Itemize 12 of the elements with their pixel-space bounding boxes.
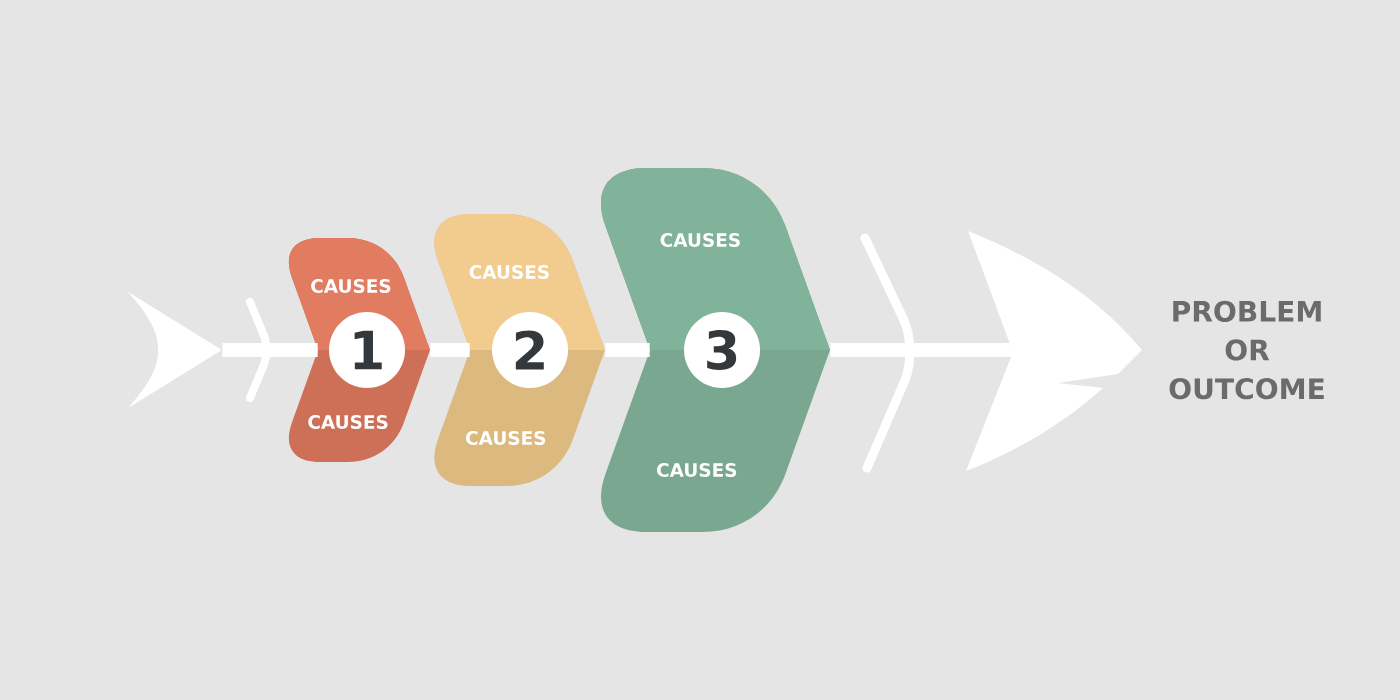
node-label: CAUSES bbox=[660, 233, 740, 247]
spine-line bbox=[830, 343, 1013, 357]
spine-line bbox=[222, 343, 318, 357]
spine-line bbox=[605, 343, 650, 357]
text-label: PROBLEM OR OUTCOME bbox=[1169, 300, 1324, 400]
node-label: CAUSES bbox=[657, 463, 737, 477]
spine-line bbox=[430, 343, 470, 357]
node-label: CAUSES bbox=[308, 415, 388, 429]
node-label: CAUSES bbox=[469, 265, 549, 279]
fish-tail bbox=[128, 289, 221, 407]
node-label: CAUSES bbox=[466, 431, 546, 445]
node-label: CAUSES bbox=[311, 279, 391, 293]
